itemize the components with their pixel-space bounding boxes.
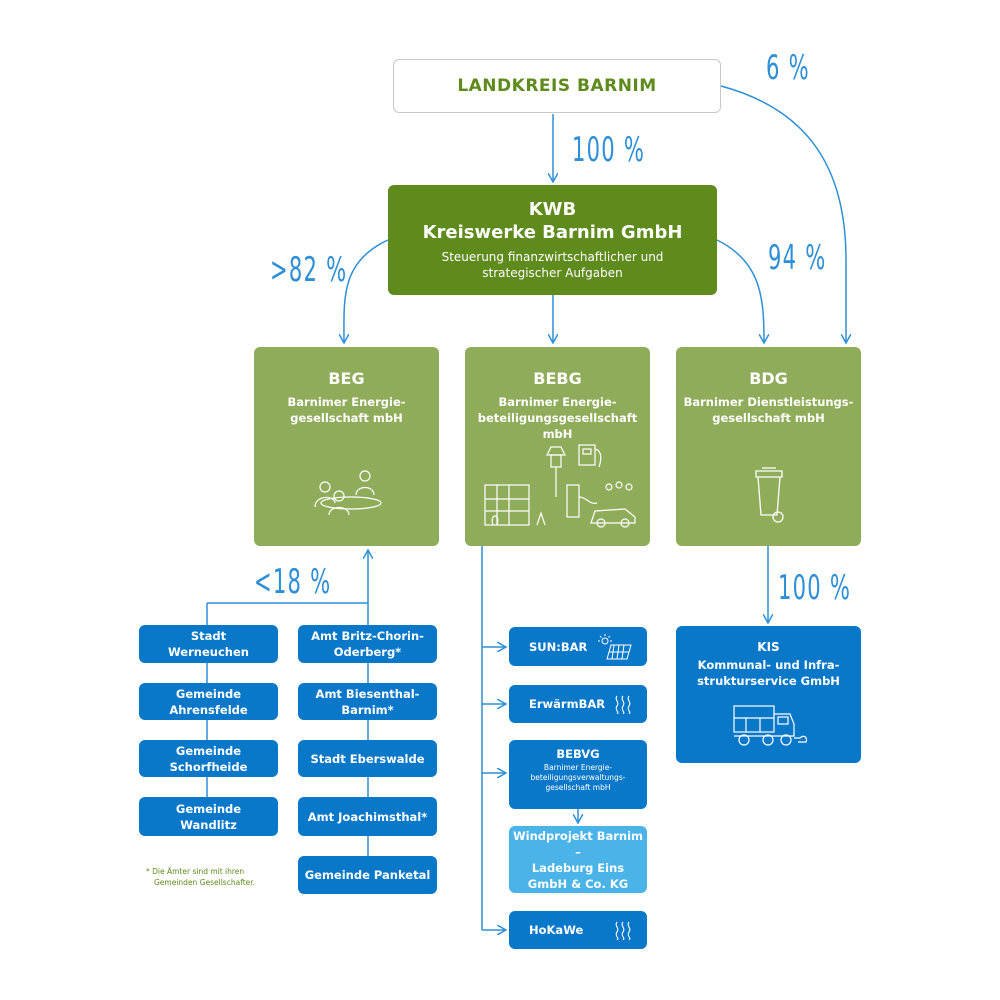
kwb-abbr: KWB (528, 199, 577, 220)
heat-waves-icon (615, 921, 631, 940)
bdg-name-line1: Barnimer Dienstleistungs- (683, 395, 854, 409)
percent-bdg-to-kis: 100 % (778, 568, 852, 608)
kwb-desc-line2: strategischer Aufgaben (482, 266, 623, 280)
heat-waves-icon (615, 695, 631, 714)
gemeinde-box: Amt Joachimsthal* (298, 797, 437, 836)
bdg-box: BDG Barnimer Dienstleistungs- gesellscha… (676, 347, 861, 546)
bebvg-name-line1: Barnimer Energie- (543, 763, 613, 772)
gemeinde-label-2: Oderberg* (333, 645, 402, 659)
waste-bin-icon (755, 467, 784, 523)
windprojekt-line2: Ladeburg Eins (531, 860, 625, 875)
sunbar-box: SUN:BAR (509, 627, 647, 666)
sunbar-label: SUN:BAR (529, 639, 588, 654)
windprojekt-box: Windprojekt Barnim – Ladeburg Eins GmbH … (509, 826, 647, 893)
gemeinde-box: Amt Britz-Chorin- Oderberg* (298, 625, 437, 663)
bdg-name-line2: gesellschaft mbH (712, 411, 825, 425)
percent-kwb-to-beg: >82 % (270, 250, 348, 290)
landkreis-barnim-label: LANDKREIS BARNIM (457, 76, 657, 96)
gemeinde-label-2: Schorfheide (169, 759, 248, 774)
gemeinde-label-1: Gemeinde (175, 743, 242, 758)
landkreis-barnim-box: LANDKREIS BARNIM (393, 59, 721, 113)
percent-top-to-kwb: 100 % (572, 130, 646, 170)
percent-top-to-bdg: 6 % (766, 48, 810, 88)
gemeinde-label-1: Gemeinde Panketal (304, 868, 431, 882)
bebg-name-line1: Barnimer Energie- (498, 395, 617, 409)
gemeinde-label-1: Amt Biesenthal- (315, 686, 420, 701)
kwb-box: KWB Kreiswerke Barnim GmbH Steuerung fin… (388, 185, 717, 295)
windprojekt-line1: Windprojekt Barnim – (512, 828, 644, 859)
beg-name-line1: Barnimer Energie- (287, 395, 406, 409)
erwaermbar-label: ErwärmBAR (529, 697, 606, 711)
bebg-box: BEBG Barnimer Energie- beteiligungsgesel… (465, 347, 650, 546)
gemeinde-label-2: Ahrensfelde (169, 702, 248, 717)
beg-abbr: BEG (328, 369, 365, 388)
energy-infrastructure-icon (484, 444, 636, 528)
kwb-name: Kreiswerke Barnim GmbH (422, 222, 683, 243)
kis-name-line2: strukturservice GmbH (697, 674, 840, 688)
kwb-desc-line1: Steuerung finanzwirtschaftlicher und (441, 250, 664, 264)
gemeinde-label-1: Stadt Eberswalde (310, 751, 425, 766)
gemeinde-label-1: Gemeinde (175, 686, 242, 701)
footnote-line2: Gemeinden Gesellschafter. (154, 878, 256, 887)
gemeinde-label-2: Wandlitz (180, 817, 237, 832)
bebvg-name-line3: gesellschaft mbH (545, 783, 611, 792)
erwaermbar-box: ErwärmBAR (509, 685, 647, 723)
bebvg-abbr: BEBVG (556, 747, 600, 761)
gemeinde-box: Gemeinde Panketal (298, 856, 437, 894)
gemeinde-box: Amt Biesenthal-Barnim* (298, 683, 437, 720)
gemeinde-box: Stadt Eberswalde (298, 740, 437, 777)
hokawe-box: HoKaWe (509, 911, 647, 949)
gemeinde-label-1: Amt Britz-Chorin- (311, 629, 424, 643)
beg-box: BEG Barnimer Energie- gesellschaft mbH (254, 347, 439, 546)
kis-box: KIS Kommunal- und Infra- strukturservice… (676, 626, 861, 763)
gemeinde-label-1: Amt Joachimsthal* (307, 809, 428, 824)
footnote: * Die Ämter sind mit ihren Gemeinden Ges… (146, 866, 286, 888)
beg-name-line2: gesellschaft mbH (290, 411, 403, 425)
kis-name-line1: Kommunal- und Infra- (697, 658, 840, 672)
footnote-line1: * Die Ämter sind mit ihren (146, 867, 245, 876)
gemeinde-label-1: Stadt (190, 629, 227, 643)
gemeinde-label-2: Barnim* (341, 702, 394, 717)
hokawe-label: HoKaWe (529, 923, 584, 937)
street-sweeper-icon (733, 705, 808, 746)
bdg-abbr: BDG (749, 369, 788, 388)
bebvg-name-line2: beteiligungsverwaltungs- (530, 773, 626, 782)
bebg-name-line2: beteiligungsgesellschaft mbH (477, 411, 638, 441)
percent-kwb-to-bdg: 94 % (768, 238, 827, 278)
kis-abbr: KIS (757, 640, 780, 654)
bebg-abbr: BEBG (533, 369, 582, 388)
bebvg-box: BEBVG Barnimer Energie- beteiligungsverw… (509, 740, 647, 809)
windprojekt-line3: GmbH & Co. KG (527, 876, 629, 891)
meeting-people-icon (314, 470, 382, 516)
solar-panel-icon (598, 634, 632, 660)
gemeinde-label-2: Werneuchen (168, 645, 249, 659)
gemeinde-label-1: Gemeinde (175, 801, 242, 816)
percent-gemeinden-to-beg: <18 % (254, 562, 332, 602)
